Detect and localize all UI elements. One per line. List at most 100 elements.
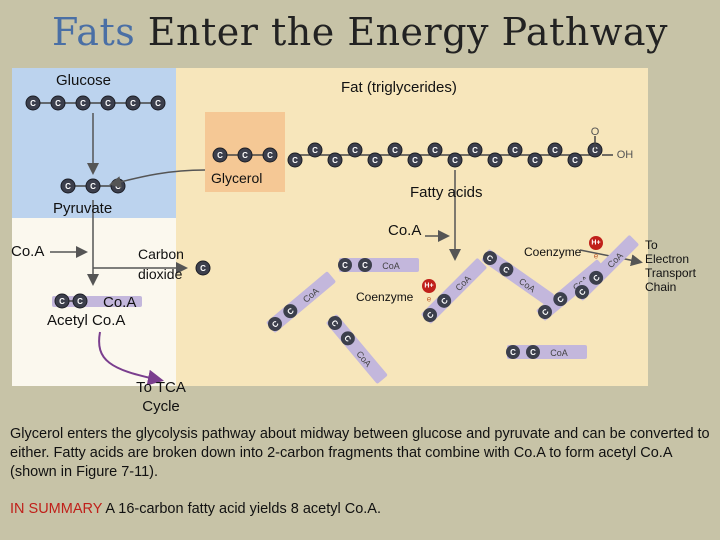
- carbon-symbol: C: [572, 156, 578, 165]
- carbon-symbol: C: [292, 156, 298, 165]
- carbon-symbol: C: [556, 294, 566, 305]
- summary-text: A 16-carbon fatty acid yields 8 acetyl C…: [102, 501, 381, 517]
- carbon-symbol: C: [362, 261, 368, 270]
- blue-panel: [12, 68, 176, 218]
- carbon-atom: [358, 258, 372, 272]
- carbon-atom: [447, 152, 463, 168]
- carbon-symbol: C: [267, 151, 273, 160]
- carbon-symbol: C: [270, 319, 280, 330]
- carbon-symbol: C: [412, 156, 418, 165]
- carbon-symbol: C: [592, 146, 598, 155]
- coa-band: [481, 249, 554, 306]
- carbon-label: Carbon: [138, 246, 184, 262]
- carbon-symbol: C: [242, 151, 248, 160]
- carbon-symbol: C: [200, 264, 206, 273]
- glycerol-label: Glycerol: [211, 170, 263, 186]
- carbon-atom: [54, 293, 70, 309]
- carbon-symbol: C: [312, 146, 318, 155]
- carbon-atom: [25, 95, 41, 111]
- oh-symbol: OH: [617, 149, 634, 161]
- to-etc-line-1: To: [645, 238, 658, 252]
- slide-title: Fats Enter the Energy Pathway: [0, 10, 720, 54]
- coenzyme-label-2: Coenzyme: [356, 290, 414, 304]
- carbon-atom: [547, 142, 563, 158]
- carbon-symbol: C: [217, 151, 223, 160]
- carbon-atom: [195, 260, 211, 276]
- carbon-atom: [483, 251, 497, 265]
- carbon-atom: [538, 305, 552, 319]
- carbon-symbol: C: [332, 156, 338, 165]
- carbon-symbol: C: [59, 297, 65, 306]
- acetyl-coa-label: Acetyl Co.A: [47, 312, 126, 329]
- carbon-atom: [487, 152, 503, 168]
- oxygen-symbol: O: [591, 126, 600, 138]
- coa-tag: CoA: [382, 261, 400, 271]
- carbon-symbol: C: [80, 99, 86, 108]
- carbon-atom: [437, 293, 452, 308]
- summary-line: IN SUMMARY A 16-carbon fatty acid yields…: [10, 501, 381, 517]
- carbon-symbol: C: [432, 146, 438, 155]
- coa-band: [266, 271, 336, 333]
- carbon-atom: [467, 142, 483, 158]
- carbon-atom: [423, 308, 437, 322]
- carbon-symbol: C: [130, 99, 136, 108]
- carbon-atom: [268, 317, 282, 331]
- carbon-symbol: C: [492, 156, 498, 165]
- carbon-symbol: C: [510, 348, 516, 357]
- carbon-atom: [527, 152, 543, 168]
- carbon-atom: [499, 262, 514, 277]
- h-plus-marker: [422, 279, 436, 293]
- coa-band: [326, 314, 388, 384]
- carbon-atom: [72, 293, 88, 309]
- coa-acetyl-label: Co.A: [103, 294, 137, 311]
- carbon-atom: [567, 152, 583, 168]
- carbon-atom: [589, 270, 604, 285]
- carbon-atom: [553, 292, 568, 307]
- carbon-atom: [367, 152, 383, 168]
- carbon-atom: [327, 152, 343, 168]
- carbon-atom: [75, 95, 91, 111]
- carbon-symbol: C: [540, 307, 550, 318]
- carbon-atom: [575, 285, 589, 299]
- carbon-symbol: C: [532, 156, 538, 165]
- carbon-symbol: C: [329, 318, 340, 328]
- to-tca-line-1: To TCA: [136, 379, 186, 396]
- title-accent: Fats: [52, 10, 136, 54]
- coa-band: [573, 235, 639, 301]
- electron-symbol: e: [427, 295, 432, 304]
- carbon-atom: [212, 147, 228, 163]
- carbon-atom: [85, 178, 101, 194]
- title-rest: Enter the Energy Pathway: [135, 10, 668, 54]
- carbon-atom: [262, 147, 278, 163]
- to-etc-line-2: Electron: [645, 252, 690, 266]
- carbon-symbol: C: [342, 261, 348, 270]
- carbon-symbol: C: [55, 99, 61, 108]
- carbon-symbol: C: [552, 146, 558, 155]
- acetyl-coa-fragment: C C CoA: [338, 258, 419, 272]
- description-paragraph: Glycerol enters the glycolysis pathway a…: [10, 426, 710, 480]
- to-tca-label: To TCA Cycle: [128, 378, 194, 416]
- carbon-atom: [100, 95, 116, 111]
- carbon-atom: [526, 345, 540, 359]
- carbon-atom: [506, 345, 520, 359]
- carbon-atom: [328, 316, 342, 330]
- carbon-symbol: C: [155, 99, 161, 108]
- coa-band: [536, 259, 606, 321]
- carbon-symbol: C: [352, 146, 358, 155]
- carbon-symbol: C: [342, 334, 353, 344]
- carbon-symbol: C: [90, 182, 96, 191]
- carbon-symbol: C: [30, 99, 36, 108]
- to-tca-arrow: [98, 331, 164, 386]
- h-plus-marker: [589, 236, 603, 250]
- carbon-symbol: C: [530, 348, 536, 357]
- summary-lead: IN SUMMARY: [10, 501, 103, 517]
- glucose-label: Glucose: [56, 72, 112, 89]
- to-etc-label: To Electron Transport Chain: [645, 238, 696, 294]
- carbon-atom: [150, 95, 166, 111]
- carbon-atom: [287, 152, 303, 168]
